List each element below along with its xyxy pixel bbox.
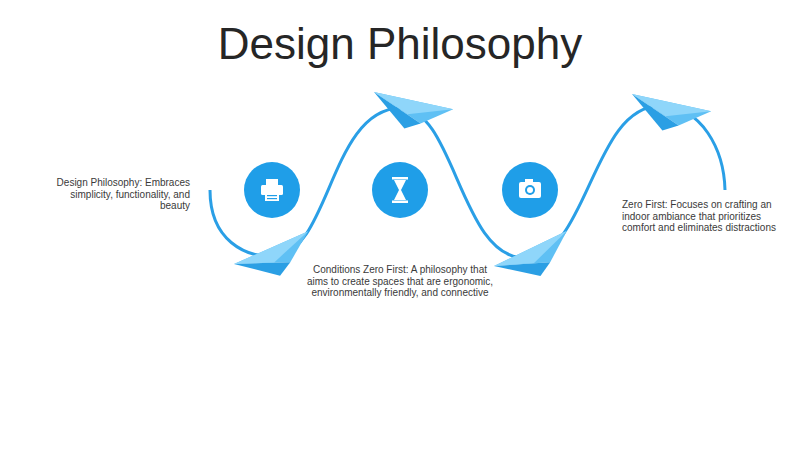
camera-top	[525, 179, 533, 183]
description-note: Zero First: Focuses on crafting an indoo…	[622, 199, 794, 234]
hourglass-cap	[392, 177, 408, 180]
wave-line	[210, 106, 725, 258]
camera-icon	[519, 179, 541, 198]
description-note: Design Philosophy: Embraces simplicity, …	[48, 177, 190, 212]
icon-circle	[502, 162, 558, 218]
paper-plane	[366, 73, 454, 145]
printer-line	[267, 195, 277, 196]
camera-body	[519, 182, 541, 198]
printer-output	[265, 192, 279, 201]
icon-circle	[244, 162, 300, 218]
paper-plane	[624, 75, 712, 147]
camera-lens-inner	[527, 187, 533, 193]
camera-lens	[525, 185, 535, 195]
hourglass-icon	[392, 177, 408, 203]
printer-line	[267, 198, 277, 199]
hourglass-cap	[392, 201, 408, 204]
diagram-title: Design Philosophy	[0, 18, 800, 70]
printer-paper	[266, 179, 278, 185]
paper-plane	[490, 231, 574, 284]
icon-circle	[372, 162, 428, 218]
paper-plane	[231, 231, 314, 281]
printer-icon	[261, 179, 283, 201]
description-note: Conditions Zero First: A philosophy that…	[303, 264, 497, 299]
hourglass-glass	[394, 180, 406, 200]
